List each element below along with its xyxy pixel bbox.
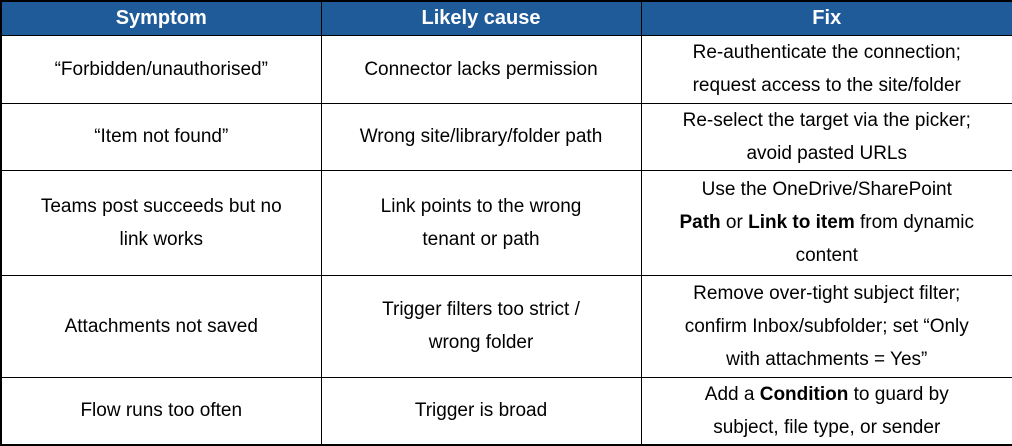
table-row: “Item not found” Wrong site/library/folde…	[0, 102, 1012, 171]
table-row: “Forbidden/unauthorised” Connector lacks …	[0, 34, 1012, 104]
cause-cell: Wrong site/library/folder path	[320, 102, 642, 171]
symptom-text: Flow runs too often	[80, 400, 243, 421]
header-likely-cause: Likely cause	[320, 0, 642, 36]
cause-text: Trigger filters too strict / wrong folde…	[382, 299, 580, 353]
cause-cell: Connector lacks permission	[320, 34, 642, 104]
cause-text: Connector lacks permission	[364, 58, 598, 80]
cause-cell: Link points to the wrong tenant or path	[320, 169, 642, 276]
fix-text: Add a	[704, 383, 760, 405]
fix-text-bold: Link to item	[748, 212, 855, 233]
symptom-cell: Attachments not saved	[0, 274, 322, 378]
fix-text-bold: Condition	[759, 383, 849, 405]
symptom-text: Attachments not saved	[64, 315, 258, 337]
table-row: Flow runs too often Trigger is broad Add a…	[0, 376, 1012, 445]
symptom-text: “Forbidden/unauthorised”	[54, 58, 268, 80]
header-fix: Fix	[640, 0, 1012, 36]
fix-cell: Re-authenticate the connection; request …	[640, 34, 1012, 104]
fix-text: Re-authenticate the connection; request …	[692, 42, 961, 96]
symptom-cell: Teams post succeeds but no link works	[0, 169, 322, 276]
table-body: “Forbidden/unauthorised” Connector lacks …	[0, 34, 1012, 445]
table-row: Teams post succeeds but no link works Lin…	[0, 169, 1012, 276]
table-header: Symptom Likely cause Fix	[0, 0, 1012, 36]
fix-cell: Re-select the target via the picker; avo…	[640, 102, 1012, 171]
fix-text: from dynamic content	[795, 212, 975, 266]
cause-text: Trigger is broad	[414, 400, 548, 421]
table-row: Attachments not saved Trigger filters too…	[0, 274, 1012, 378]
fix-text: Use the OneDrive/SharePoint	[701, 179, 952, 200]
cause-cell: Trigger is broad	[320, 376, 642, 445]
cause-text: Link points to the wrong tenant or path	[380, 195, 582, 250]
fix-text: or	[720, 212, 749, 233]
symptom-cell: “Item not found”	[0, 102, 322, 171]
fix-text: Re-select the target via the picker; avo…	[682, 109, 971, 164]
fix-cell: Remove over-tight subject filter; confir…	[640, 274, 1012, 378]
symptom-text: “Item not found”	[94, 126, 229, 147]
cause-text: Wrong site/library/folder path	[359, 126, 603, 147]
fix-text: Remove over-tight subject filter; confir…	[684, 282, 969, 370]
fix-cell: Use the OneDrive/SharePoint Path or Link…	[640, 169, 1012, 276]
symptom-cell: Flow runs too often	[0, 376, 322, 445]
header-symptom: Symptom	[0, 0, 322, 36]
symptom-cell: “Forbidden/unauthorised”	[0, 34, 322, 104]
fix-text: to guard by subject, file type, or sende…	[713, 383, 949, 438]
fix-text-bold: Path	[679, 212, 721, 233]
header-row: Symptom Likely cause Fix	[0, 0, 1012, 36]
cause-cell: Trigger filters too strict / wrong folde…	[320, 274, 642, 378]
symptom-text: Teams post succeeds but no link works	[40, 195, 282, 250]
fix-cell: Add a Condition to guard by subject, fil…	[640, 376, 1012, 445]
